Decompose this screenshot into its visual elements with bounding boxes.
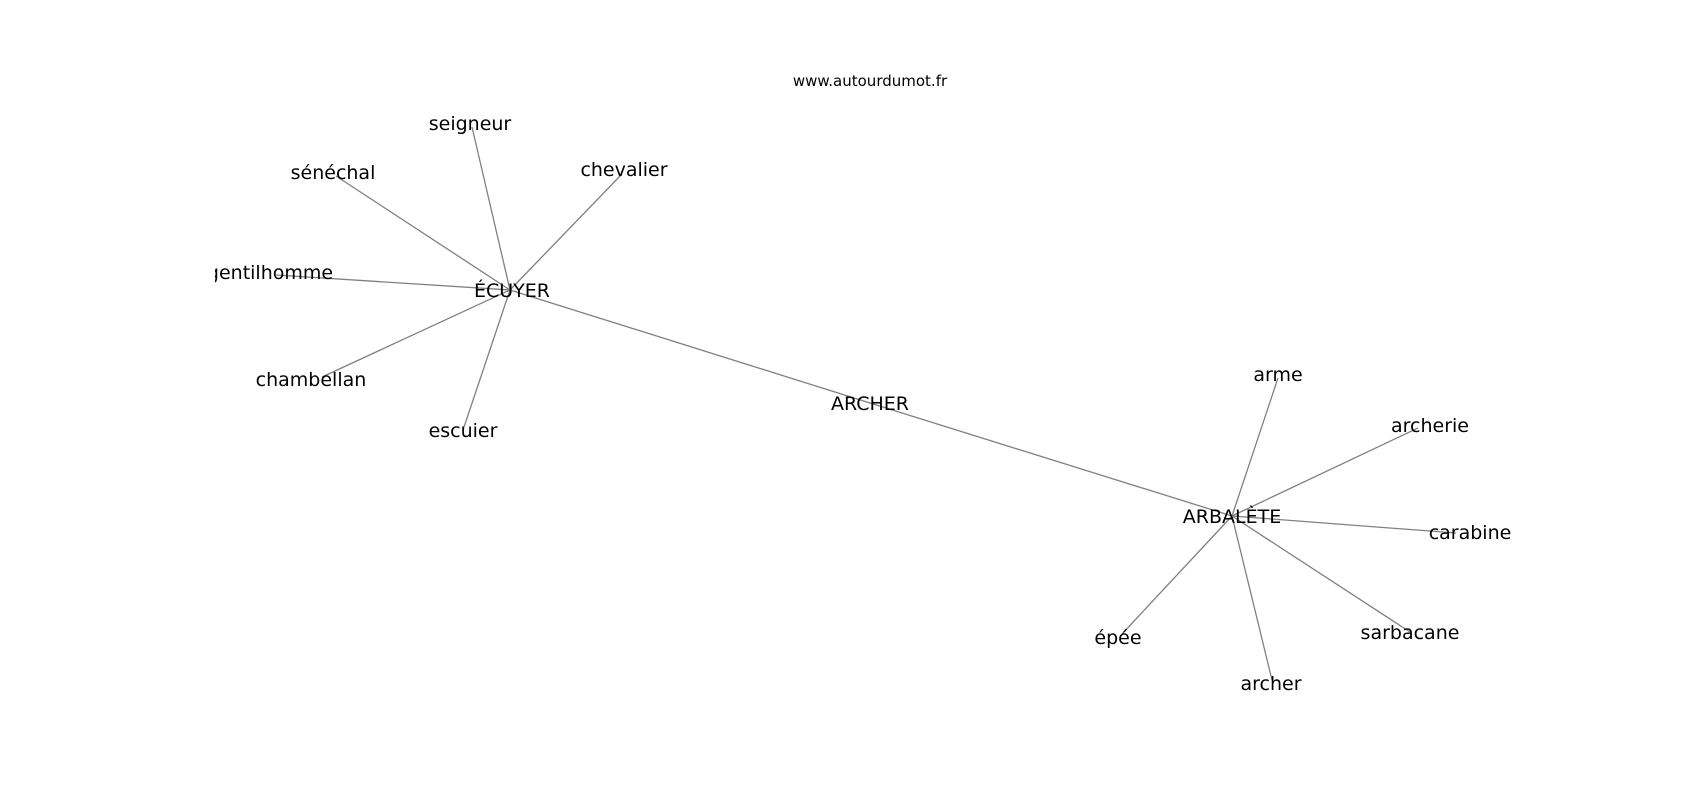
node-archerie[interactable]: archerie: [1391, 415, 1469, 437]
node-chambellan[interactable]: chambellan: [256, 369, 367, 391]
node-archer[interactable]: archer: [1240, 673, 1301, 695]
center-node-archer[interactable]: ARCHER: [831, 393, 909, 415]
edge-arbalete-archer: [1231, 515, 1273, 681]
hub-node-ecuyer[interactable]: ÉCUYER: [474, 279, 550, 302]
graph-labels: seigneur sénéchal chevalier gentilhomme cham…: [207, 113, 1511, 695]
node-sarbacane[interactable]: sarbacane: [1361, 622, 1460, 644]
node-escuier[interactable]: escuier: [429, 420, 498, 442]
edge-ecuyer-escuier: [462, 289, 511, 431]
node-gentilhomme[interactable]: gentilhomme: [207, 262, 333, 284]
edge-center-arbalete: [869, 402, 1233, 517]
node-chevalier[interactable]: chevalier: [580, 159, 667, 181]
edge-arbalete-arme: [1231, 377, 1279, 517]
edge-ecuyer-chambellan: [321, 289, 511, 378]
node-arme[interactable]: arme: [1253, 364, 1302, 386]
edge-ecuyer-chevalier: [509, 173, 623, 291]
edge-arbalete-epee: [1121, 515, 1233, 635]
node-seigneur[interactable]: seigneur: [429, 113, 512, 135]
node-carabine[interactable]: carabine: [1429, 522, 1512, 544]
edge-ecuyer-seigneur: [471, 126, 511, 291]
edge-arbalete-sarbacane: [1231, 515, 1411, 633]
graph-edges: [275, 126, 1457, 681]
node-epee[interactable]: épée: [1094, 627, 1141, 649]
hub-node-arbalete[interactable]: ARBALÈTE: [1183, 505, 1281, 528]
edge-ecuyer-gentilhomme: [275, 274, 511, 291]
site-watermark: www.autourdumot.fr: [792, 72, 948, 90]
edge-ecuyer-senechal: [335, 175, 511, 291]
left-clip-mask: [0, 0, 215, 800]
edge-center-ecuyer: [509, 289, 871, 404]
edge-arbalete-archerie: [1231, 427, 1419, 517]
node-senechal[interactable]: sénéchal: [291, 162, 376, 184]
edge-arbalete-carabine: [1231, 515, 1457, 534]
